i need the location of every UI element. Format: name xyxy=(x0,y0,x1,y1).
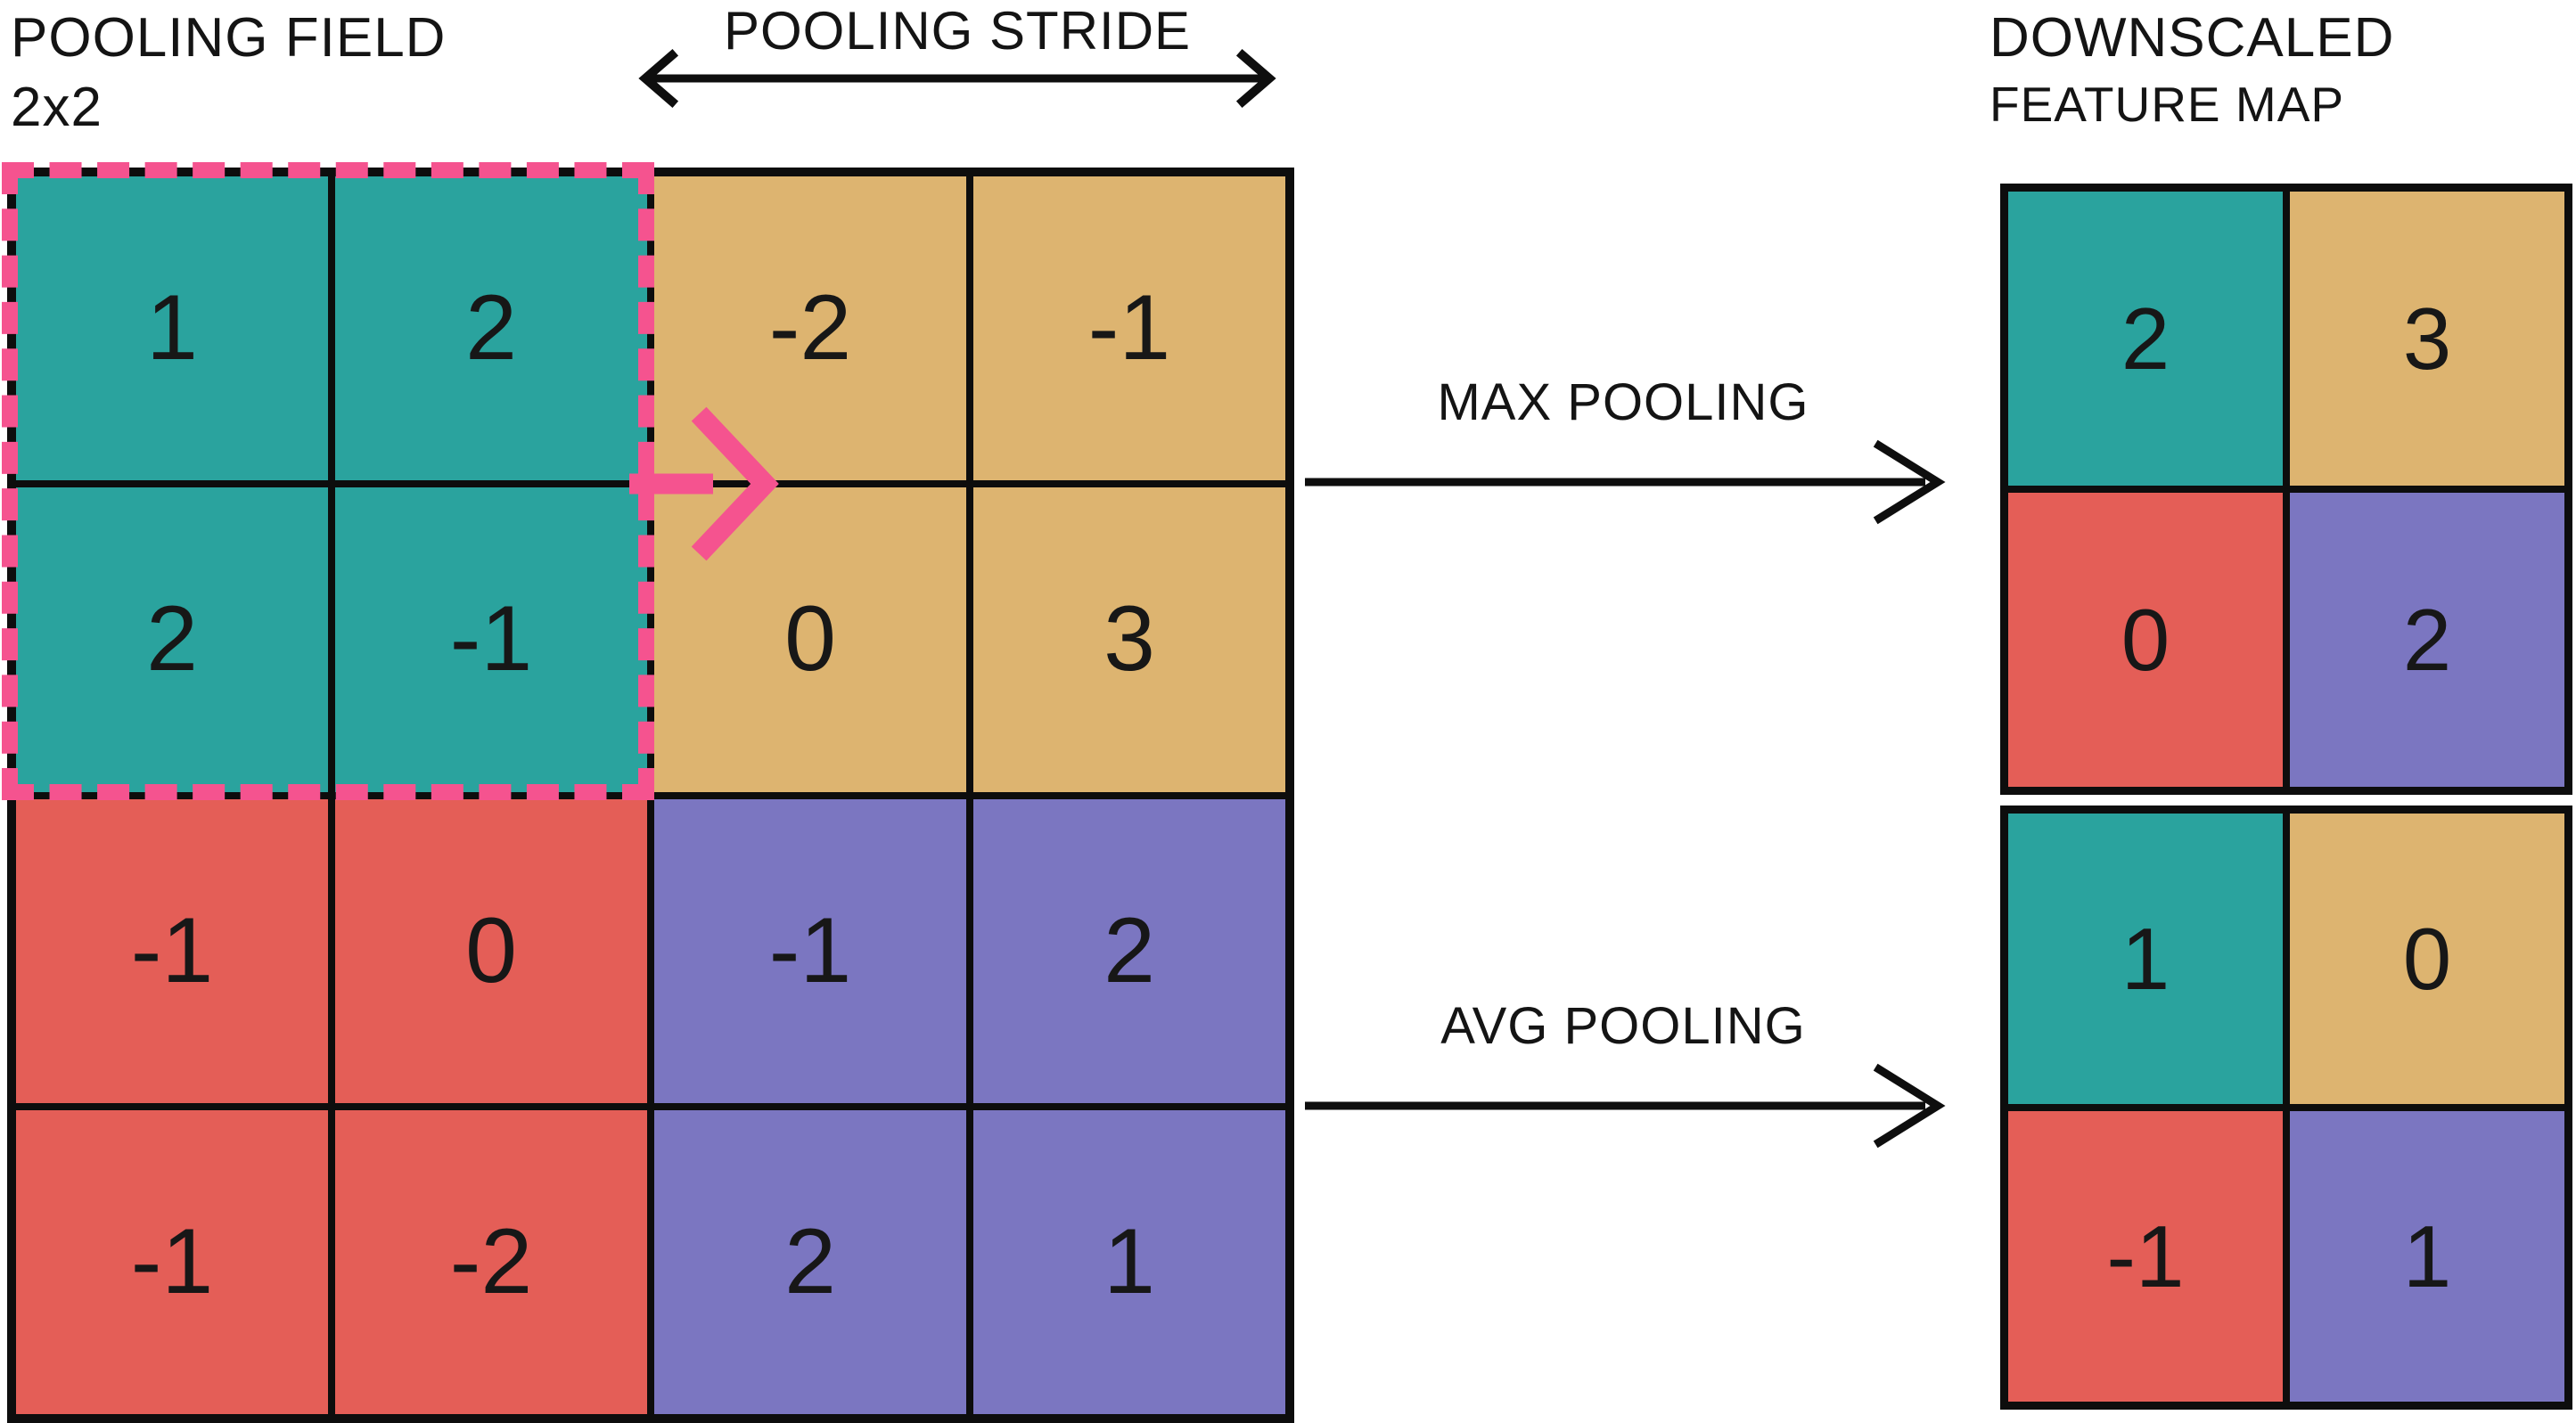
max-pooling-arrow-icon xyxy=(1305,439,1946,525)
input-feature-map-grid-cell-0-0: 1 xyxy=(16,176,328,481)
avg-pooling-label: AVG POOLING xyxy=(1440,997,1806,1055)
avg-pooling-output-grid-cell-1-0: -1 xyxy=(2008,1111,2283,1402)
avg-pooling-output-grid-cell-1-1: 1 xyxy=(2290,1111,2564,1402)
input-feature-map-grid-cell-3-3: 1 xyxy=(973,1109,1285,1414)
input-feature-map-grid-cell-2-2: -1 xyxy=(654,798,966,1103)
max-pooling-output-grid-cell-1-0: 0 xyxy=(2008,493,2283,787)
input-feature-map-grid-cell-1-3: 3 xyxy=(973,487,1285,792)
input-feature-map-grid-cell-0-3: -1 xyxy=(973,176,1285,481)
max-pooling-label: MAX POOLING xyxy=(1437,373,1809,431)
input-feature-map-grid-cell-1-0: 2 xyxy=(16,487,328,792)
avg-pooling-output-grid-cell-0-0: 1 xyxy=(2008,814,2283,1104)
downscaled-feature-map-label: DOWNSCALED FEATURE MAP xyxy=(1989,4,2394,135)
pooling-field-size: 2x2 xyxy=(11,77,103,138)
stride-step-arrow-icon xyxy=(629,406,779,561)
pooling-field-label: POOLING FIELD 2x2 xyxy=(11,4,446,143)
input-feature-map-grid-cell-3-1: -2 xyxy=(335,1109,647,1414)
input-feature-map-grid-cell-2-3: 2 xyxy=(973,798,1285,1103)
max-pooling-output-grid-cell-0-1: 3 xyxy=(2290,192,2564,486)
input-feature-map-grid-cell-3-0: -1 xyxy=(16,1109,328,1414)
downscaled-line1: DOWNSCALED xyxy=(1989,7,2395,69)
input-feature-map-grid-cell-0-1: 2 xyxy=(335,176,647,481)
downscaled-line2: FEATURE MAP xyxy=(1989,77,2345,132)
pooling-stride-arrow-icon xyxy=(638,48,1276,109)
input-feature-map-grid-cell-3-2: 2 xyxy=(654,1109,966,1414)
input-feature-map-grid-cell-2-1: 0 xyxy=(335,798,647,1103)
pooling-stride-label: POOLING STRIDE xyxy=(723,1,1192,61)
avg-pooling-output-grid-cell-0-1: 0 xyxy=(2290,814,2564,1104)
input-feature-map-grid-cell-2-0: -1 xyxy=(16,798,328,1103)
input-feature-map-grid-cell-1-1: -1 xyxy=(335,487,647,792)
avg-pooling-arrow-icon xyxy=(1305,1063,1946,1149)
max-pooling-output-grid-cell-1-1: 2 xyxy=(2290,493,2564,787)
max-pooling-output-grid-cell-0-0: 2 xyxy=(2008,192,2283,486)
pooling-field-title: POOLING FIELD xyxy=(11,7,447,69)
